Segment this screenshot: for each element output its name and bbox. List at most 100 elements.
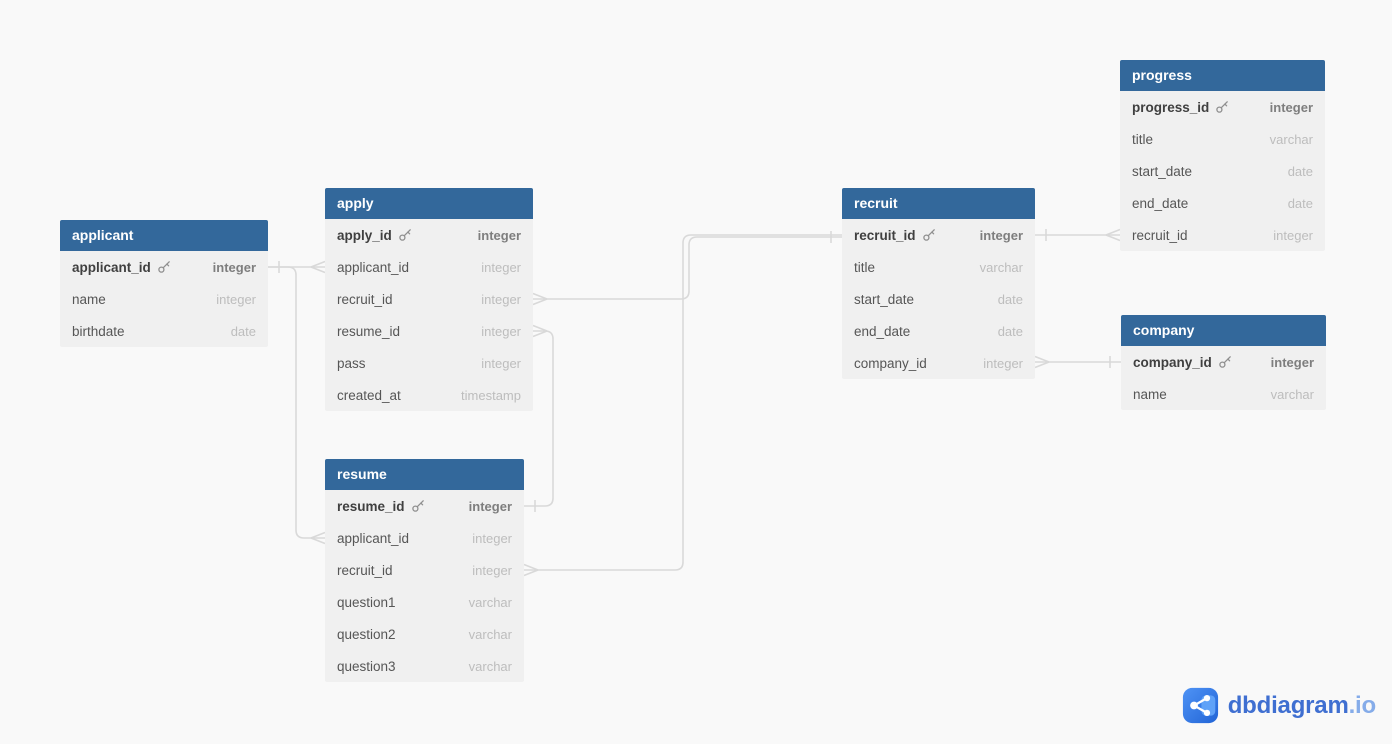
field-row-resume-question3[interactable]: question3 varchar: [325, 650, 524, 682]
field-name: resume_id: [337, 499, 425, 514]
field-name: recruit_id: [337, 562, 393, 578]
table-header-apply[interactable]: apply: [325, 188, 533, 219]
field-type: integer: [212, 259, 256, 275]
field-type: varchar: [468, 594, 512, 610]
field-name: company_id: [1133, 355, 1232, 370]
field-name: applicant_id: [72, 260, 171, 275]
relationship-apply-recruit_id-to-recruit-recruit_id-many-marker: [532, 292, 548, 300]
logo-text: dbdiagram: [1227, 691, 1349, 719]
field-type: varchar: [1270, 386, 1314, 402]
field-row-resume-question2[interactable]: question2 varchar: [325, 618, 524, 650]
field-type: integer: [472, 530, 512, 546]
field-name: end_date: [854, 323, 911, 339]
field-type: varchar: [468, 658, 512, 674]
field-name: question3: [337, 658, 396, 674]
primary-key-icon: [158, 261, 170, 273]
logo-wordmark: dbdiagram.io: [1228, 692, 1376, 720]
table-header-recruit[interactable]: recruit: [842, 188, 1035, 219]
field-name: question2: [337, 626, 396, 642]
field-name: recruit_id: [854, 228, 936, 243]
relationship-recruit-company_id-to-company-company_id-many-marker: [1034, 355, 1050, 363]
field-type: integer: [472, 562, 512, 578]
field-type: integer: [1270, 354, 1314, 370]
logo-suffix: .io: [1348, 691, 1377, 719]
field-type: timestamp: [461, 387, 521, 403]
relationship-applicant-applicant_id-to-apply-applicant_id-many-marker: [310, 260, 326, 268]
field-row-apply-resume_id[interactable]: resume_id integer: [325, 315, 533, 347]
field-name: pass: [337, 355, 366, 371]
field-row-applicant-birthdate[interactable]: birthdate date: [60, 315, 268, 347]
relationship-resume-recruit_id-to-recruit-recruit_id[interactable]: [524, 234, 842, 571]
relationship-recruit-recruit_id-to-progress-recruit_id-many-marker: [1105, 228, 1121, 236]
field-row-recruit-start_date[interactable]: start_date date: [842, 283, 1035, 315]
field-type: date: [997, 323, 1023, 339]
field-type: integer: [481, 355, 521, 371]
relationship-apply-resume_id-to-resume-resume_id-many-marker: [532, 324, 548, 332]
field-type: integer: [481, 323, 521, 339]
field-row-apply-pass[interactable]: pass integer: [325, 347, 533, 379]
relationship-apply-recruit_id-to-recruit-recruit_id-many-marker: [532, 298, 548, 306]
table-header-resume[interactable]: resume: [325, 459, 524, 490]
field-row-recruit-end_date[interactable]: end_date date: [842, 315, 1035, 347]
field-row-resume-resume_id[interactable]: resume_id integer: [325, 490, 524, 522]
dbdiagram-logo[interactable]: dbdiagram.io: [1182, 687, 1376, 724]
field-row-resume-question1[interactable]: question1 varchar: [325, 586, 524, 618]
relationship-apply-recruit_id-to-recruit-recruit_id[interactable]: [533, 236, 842, 300]
field-type: varchar: [1269, 131, 1313, 147]
relationship-resume-recruit_id-to-recruit-recruit_id-many-marker: [523, 569, 539, 577]
field-row-applicant-applicant_id[interactable]: applicant_id integer: [60, 251, 268, 283]
field-name: question1: [337, 594, 396, 610]
table-header-progress[interactable]: progress: [1120, 60, 1325, 91]
field-name: progress_id: [1132, 100, 1229, 115]
relationship-recruit-recruit_id-to-progress-recruit_id-many-marker: [1105, 234, 1121, 242]
field-type: integer: [481, 291, 521, 307]
field-row-progress-progress_id[interactable]: progress_id integer: [1120, 91, 1325, 123]
field-type: integer: [1269, 99, 1313, 115]
field-name: resume_id: [337, 323, 401, 339]
table-company[interactable]: company company_id integer name varchar: [1121, 315, 1326, 410]
field-row-progress-recruit_id[interactable]: recruit_id integer: [1120, 219, 1325, 251]
field-type: integer: [468, 498, 512, 514]
relationship-applicant-applicant_id-to-resume-applicant_id[interactable]: [268, 266, 325, 539]
primary-key-icon: [922, 229, 935, 241]
field-type: date: [230, 323, 256, 339]
field-row-resume-recruit_id[interactable]: recruit_id integer: [325, 554, 524, 586]
table-header-company[interactable]: company: [1121, 315, 1326, 346]
table-header-applicant[interactable]: applicant: [60, 220, 268, 251]
relationship-apply-resume_id-to-resume-resume_id[interactable]: [524, 330, 554, 507]
field-type: date: [1287, 163, 1313, 179]
field-type: integer: [481, 259, 521, 275]
field-row-company-name[interactable]: name varchar: [1121, 378, 1326, 410]
dbdiagram-logo-icon: [1182, 687, 1218, 724]
field-name: birthdate: [72, 323, 125, 339]
field-name: name: [1133, 386, 1167, 402]
relationship-applicant-applicant_id-to-resume-applicant_id-many-marker: [310, 537, 326, 545]
field-name: recruit_id: [1132, 227, 1188, 243]
field-type: date: [997, 291, 1023, 307]
field-type: integer: [1273, 227, 1313, 243]
field-type: varchar: [468, 626, 512, 642]
primary-key-icon: [1219, 356, 1231, 368]
field-type: integer: [216, 291, 256, 307]
field-name: start_date: [854, 291, 915, 307]
field-name: title: [854, 259, 876, 275]
field-name: end_date: [1132, 195, 1189, 211]
field-row-company-company_id[interactable]: company_id integer: [1121, 346, 1326, 378]
